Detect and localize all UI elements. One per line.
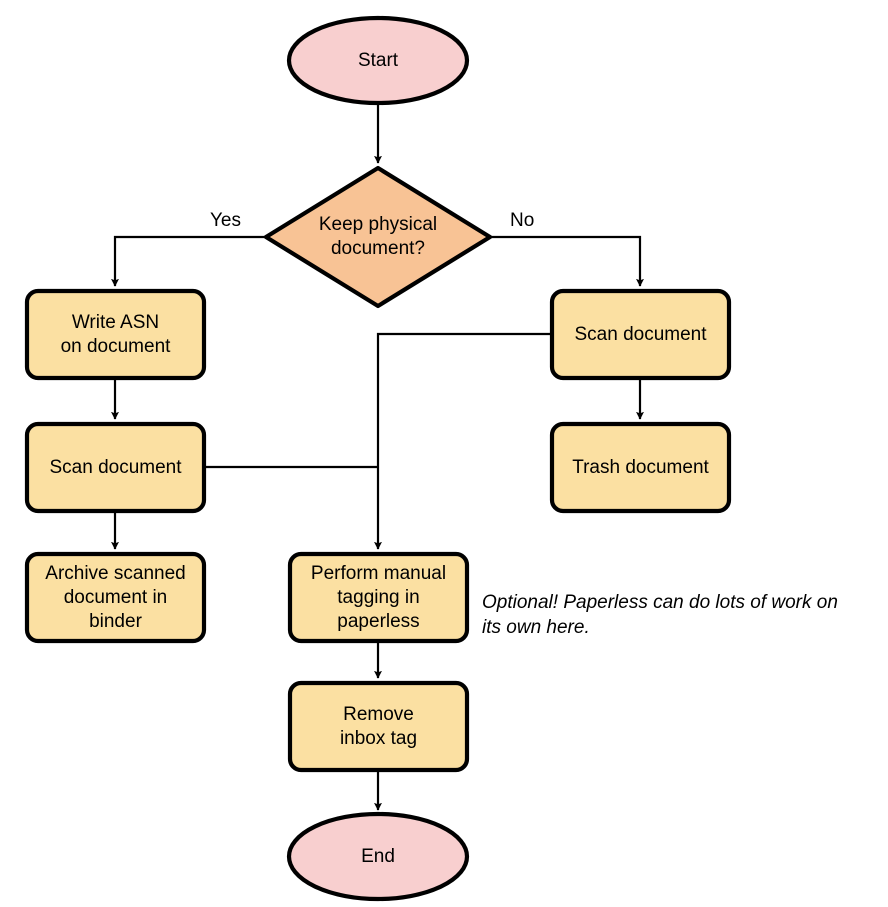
edge-scanright-to-tagging [374, 332, 552, 550]
node-shape-write-asn[interactable] [24, 288, 207, 381]
node-shape-remove-inbox-tag[interactable] [287, 680, 470, 773]
edge-label-no: No [510, 210, 535, 231]
edge-decision-no [490, 235, 644, 287]
edge-decision-yes [111, 235, 266, 287]
node-shape-manual-tagging[interactable] [287, 551, 470, 644]
node-shape-end[interactable] [286, 811, 470, 902]
node-shape-archive-binder[interactable] [24, 551, 207, 644]
edge-label-yes: Yes [210, 210, 241, 231]
node-shape-trash-document[interactable] [549, 421, 732, 514]
node-shape-decision-keep-physical[interactable] [263, 165, 493, 309]
node-shape-scan-document-left[interactable] [24, 421, 207, 514]
annotation-note: Optional! Paperless can do lots of work … [482, 592, 838, 638]
node-shape-start[interactable] [286, 15, 470, 106]
node-shape-scan-document-right[interactable] [549, 288, 732, 381]
